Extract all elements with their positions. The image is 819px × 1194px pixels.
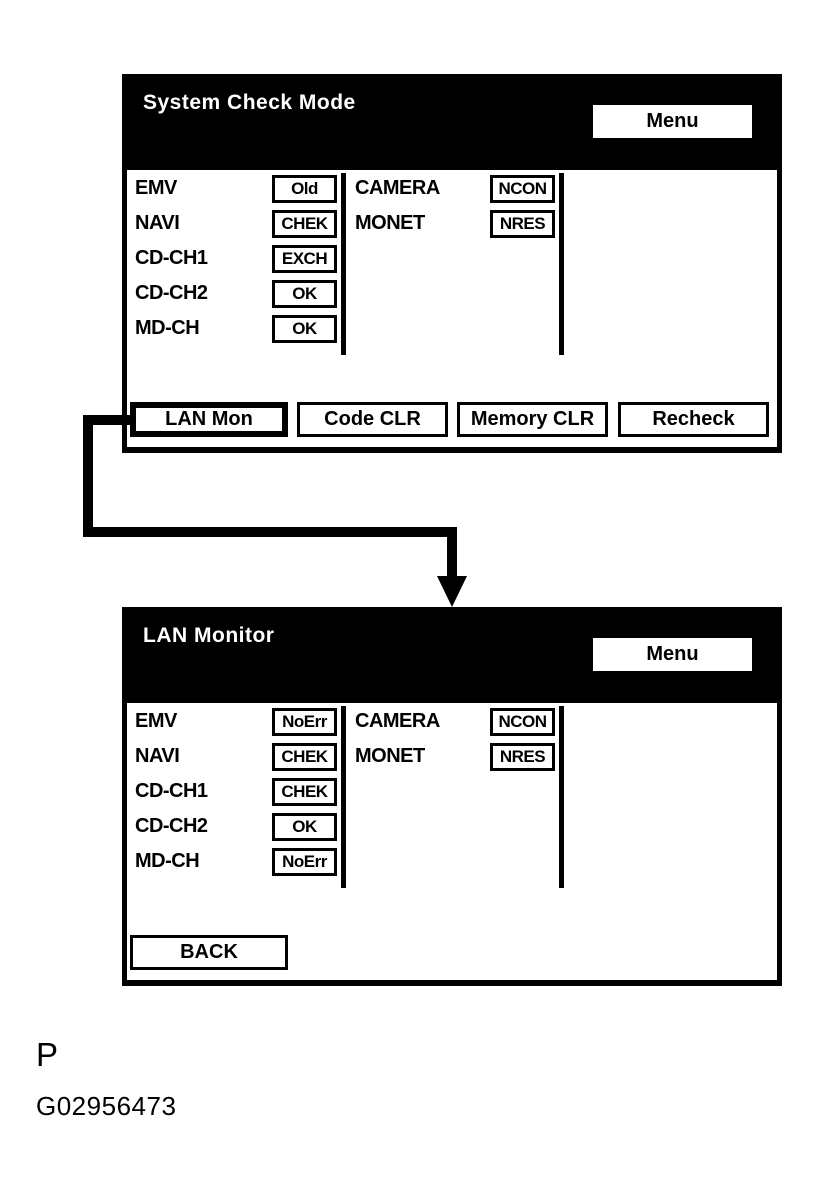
status-box: NoErr: [272, 848, 337, 876]
device-row: CAMERA NCON: [127, 708, 777, 738]
status-box: EXCH: [272, 245, 337, 273]
device-row: CD-CH1 CHEK: [127, 778, 777, 808]
device-row: EMV NoErr: [127, 708, 777, 738]
column-divider: [341, 706, 346, 888]
device-label: MONET: [355, 745, 425, 767]
screen-title: System Check Mode: [143, 91, 356, 114]
status-box: CHEK: [272, 778, 337, 806]
column-divider: [559, 173, 564, 355]
flow-connector-segment: [83, 527, 457, 537]
code-clr-button[interactable]: Code CLR: [297, 402, 448, 437]
column-divider: [341, 173, 346, 355]
lan-mon-button[interactable]: LAN Mon: [130, 402, 288, 437]
figure-id: G02956473: [36, 1091, 177, 1121]
memory-clr-button[interactable]: Memory CLR: [457, 402, 608, 437]
recheck-button[interactable]: Recheck: [618, 402, 769, 437]
flow-connector-segment: [447, 527, 457, 577]
flow-connector-segment: [83, 415, 93, 537]
device-row: NAVI CHEK: [127, 210, 777, 240]
device-label: CD-CH2: [135, 815, 208, 837]
device-label: EMV: [135, 710, 177, 732]
status-box: OK: [272, 813, 337, 841]
device-row: MONET NRES: [127, 210, 777, 240]
device-label: EMV: [135, 177, 177, 199]
status-box: NRES: [490, 210, 555, 238]
screen-title: LAN Monitor: [143, 624, 275, 647]
system-check-screen: System Check Mode Menu EMV Old NAVI CHEK…: [122, 74, 782, 453]
device-label: CAMERA: [355, 177, 440, 199]
flow-arrowhead-icon: [437, 576, 467, 607]
device-row: CD-CH2 OK: [127, 813, 777, 843]
device-label: NAVI: [135, 212, 180, 234]
device-row: CAMERA NCON: [127, 175, 777, 205]
device-row: MD-CH NoErr: [127, 848, 777, 878]
device-label: MD-CH: [135, 850, 200, 872]
screen-body: EMV Old NAVI CHEK CD-CH1 EXCH CD-CH2 OK …: [127, 170, 777, 447]
lan-monitor-screen: LAN Monitor Menu EMV NoErr NAVI CHEK CD-…: [122, 607, 782, 986]
device-label: MD-CH: [135, 317, 200, 339]
status-box: NoErr: [272, 708, 337, 736]
screen-body: EMV NoErr NAVI CHEK CD-CH1 CHEK CD-CH2 O…: [127, 703, 777, 980]
device-row: EMV Old: [127, 175, 777, 205]
device-label: NAVI: [135, 745, 180, 767]
device-label: CD-CH1: [135, 247, 208, 269]
column-divider: [559, 706, 564, 888]
figure-letter: P: [36, 1036, 59, 1073]
device-label: CD-CH2: [135, 282, 208, 304]
device-label: CAMERA: [355, 710, 440, 732]
status-box: OK: [272, 315, 337, 343]
status-box: NCON: [490, 708, 555, 736]
status-box: OK: [272, 280, 337, 308]
device-row: CD-CH1 EXCH: [127, 245, 777, 275]
back-button[interactable]: BACK: [130, 935, 288, 970]
device-row: MD-CH OK: [127, 315, 777, 345]
status-box: NCON: [490, 175, 555, 203]
device-label: CD-CH1: [135, 780, 208, 802]
status-box: CHEK: [272, 743, 337, 771]
menu-button[interactable]: Menu: [593, 105, 752, 138]
device-row: MONET NRES: [127, 743, 777, 773]
status-box: Old: [272, 175, 337, 203]
device-row: CD-CH2 OK: [127, 280, 777, 310]
menu-button[interactable]: Menu: [593, 638, 752, 671]
status-box: NRES: [490, 743, 555, 771]
device-row: NAVI CHEK: [127, 743, 777, 773]
flow-connector-segment: [83, 415, 132, 425]
status-box: CHEK: [272, 210, 337, 238]
device-label: MONET: [355, 212, 425, 234]
